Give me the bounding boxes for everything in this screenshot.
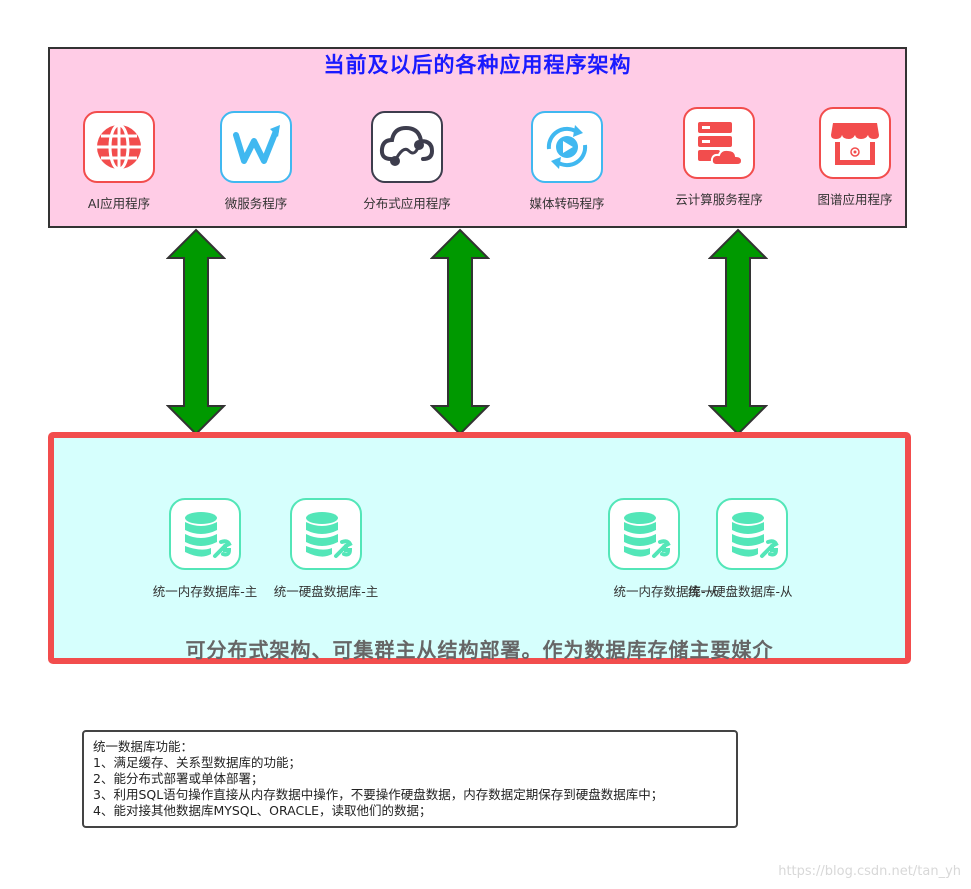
app-cloud-computing: 云计算服务程序 [659,107,779,208]
app-media: 媒体转码程序 [507,111,627,212]
app-label: 云计算服务程序 [675,192,763,207]
double-arrow-2 [430,228,490,436]
double-arrow-1 [166,228,226,436]
db-label: 统一硬盘数据库-从 [688,584,793,599]
double-arrow-3 [708,228,768,436]
db-memory-replica: 统一内存数据库-从 [574,498,718,600]
db-label: 统一内存数据库-主 [152,584,258,599]
app-distributed: 分布式应用程序 [347,111,467,212]
db-label: 统一硬盘数据库-主 [273,584,379,599]
db-label: 统一内存数据库-从 [613,584,718,599]
db-disk-replica: 统一硬盘数据库-从 [682,498,822,600]
note-line: 1、满足缓存、关系型数据库的功能； [93,755,301,770]
database-features-note: 统一数据库功能： 1、满足缓存、关系型数据库的功能； 2、能分布式部署或单体部署… [82,730,738,828]
app-label: 微服务程序 [224,196,288,211]
db-disk-primary: 统一硬盘数据库-主 [256,498,396,600]
app-label: 分布式应用程序 [363,196,451,211]
database-layer-caption: 可分布式架构、可集群主从结构部署。作为数据库存储主要媒介 [185,638,774,662]
db-memory-primary: 统一内存数据库-主 [135,498,275,600]
application-layer-title: 当前及以后的各种应用程序架构 [323,53,632,77]
globe-icon [83,111,155,183]
app-label: 图谱应用程序 [817,192,893,207]
watermark: https://blog.csdn.net/tan_yh [778,864,961,879]
server-cloud-icon [683,107,755,179]
app-ai: AI应用程序 [59,111,179,212]
database-wrench-icon [608,498,680,570]
cloud-flow-icon [371,111,443,183]
database-wrench-icon [290,498,362,570]
w-chart-icon [220,111,292,183]
app-label: AI应用程序 [87,196,151,211]
store-icon [819,107,891,179]
media-play-icon [531,111,603,183]
app-graph: 图谱应用程序 [795,107,915,208]
database-wrench-icon [169,498,241,570]
database-wrench-icon [716,498,788,570]
app-microservice: 微服务程序 [196,111,316,212]
note-line: 3、利用SQL语句操作直接从内存数据中操作，不要操作硬盘数据，内存数据定期保存到… [93,787,664,802]
note-line: 4、能对接其他数据库MYSQL、ORACLE，读取他们的数据； [93,803,432,818]
app-label: 媒体转码程序 [529,196,605,211]
note-line: 2、能分布式部署或单体部署； [93,771,264,786]
application-layer-box [48,47,907,228]
note-line: 统一数据库功能： [93,739,194,754]
